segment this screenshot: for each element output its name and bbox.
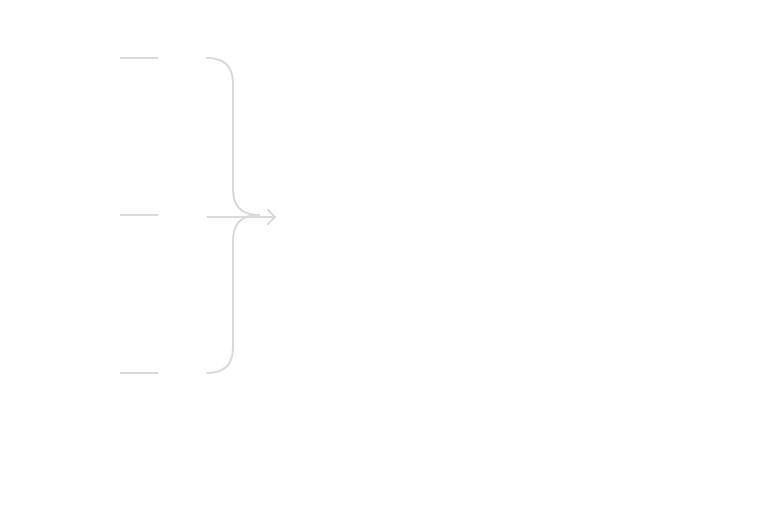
brace-connector-top-half <box>206 57 260 216</box>
output-arrow-head <box>267 209 276 225</box>
brace-connector-bottom-half <box>206 214 260 374</box>
